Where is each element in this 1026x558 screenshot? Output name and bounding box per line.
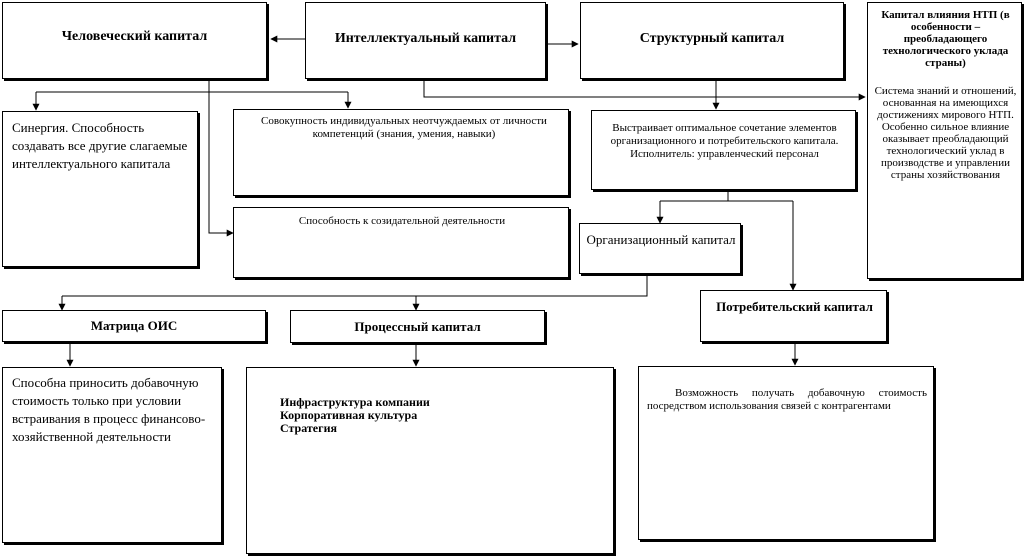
- creative-ability-box: Способность к созидательной деятельности: [233, 207, 569, 278]
- consumer-desc-text: Возможность получать добавочную стоимост…: [647, 387, 927, 412]
- npt-capital-box: Капитал влияния НТП (в особенности – пре…: [867, 2, 1022, 279]
- arrow-to-creative: [208, 92, 234, 237]
- process-items-list: Инфраструктура компании Корпоративная ку…: [280, 396, 600, 435]
- process-item: Стратегия: [280, 421, 337, 435]
- competences-text: Совокупность индивидуальных неотчуждаемы…: [261, 115, 547, 140]
- process-capital-box: Процессный капитал: [290, 310, 545, 343]
- arrow-to-npt: [423, 80, 866, 101]
- process-item: Корпоративная культура: [280, 408, 418, 422]
- intellectual-capital-label: Интеллектуальный капитал: [334, 31, 517, 46]
- npt-capital-body: Система знаний и отношений, основанная н…: [874, 85, 1017, 181]
- structural-desc-box: Выстраивает оптимальное сочетание элемен…: [591, 110, 856, 190]
- consumer-capital-box: Потребительский капитал: [700, 290, 887, 342]
- process-item: Инфраструктура компании: [280, 395, 430, 409]
- consumer-desc-box: Возможность получать добавочную стоимост…: [638, 366, 934, 540]
- line-org-branch: [62, 274, 648, 297]
- synergy-text: Синергия. Способность создавать все друг…: [12, 120, 188, 171]
- process-items-box: Инфраструктура компании Корпоративная ку…: [246, 367, 614, 554]
- process-capital-label: Процессный капитал: [354, 319, 481, 334]
- structural-desc-text: Выстраивает оптимальное сочетание элемен…: [610, 122, 839, 160]
- ois-matrix-box: Матрица ОИС: [2, 310, 266, 342]
- creative-ability-text: Способность к созидательной деятельности: [298, 215, 506, 227]
- structural-capital-box: Структурный капитал: [580, 2, 844, 79]
- structural-capital-label: Структурный капитал: [639, 31, 785, 46]
- synergy-box: Синергия. Способность создавать все друг…: [2, 111, 198, 267]
- organizational-capital-box: Организационный капитал: [579, 223, 741, 274]
- npt-capital-title: Капитал влияния НТП (в особенности – пре…: [881, 9, 1010, 69]
- ois-desc-box: Способна приносить добавочную стоимость …: [2, 367, 222, 543]
- competences-box: Совокупность индивидуальных неотчуждаемы…: [233, 109, 569, 196]
- organizational-capital-label: Организационный капитал: [586, 232, 736, 247]
- human-capital-label: Человеческий капитал: [61, 29, 208, 44]
- intellectual-capital-box: Интеллектуальный капитал: [305, 2, 546, 79]
- ois-matrix-label: Матрица ОИС: [90, 318, 178, 333]
- consumer-capital-label: Потребительский капитал: [716, 299, 873, 314]
- ois-desc-text: Способна приносить добавочную стоимость …: [12, 375, 206, 444]
- human-capital-box: Человеческий капитал: [2, 2, 267, 79]
